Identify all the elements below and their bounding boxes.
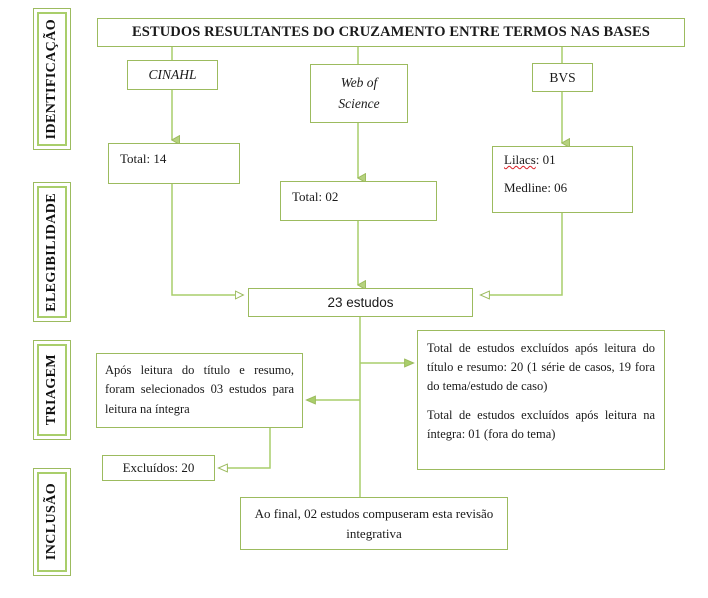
- stage-inner-border: IDENTIFICAÇÃO: [37, 12, 67, 146]
- flow-node-database-web-of-science: Web of Science: [310, 64, 408, 123]
- flow-node-database-bvs: BVS: [532, 63, 593, 92]
- bvs-lilacs-line: Lilacs: 01: [504, 152, 632, 167]
- excluded-detail-paragraph-2: Total de estudos excluídos após leitura …: [427, 408, 655, 441]
- stage-label-elegibilidade: ELEGIBILIDADE: [33, 182, 71, 322]
- total-text: Total: 14: [120, 151, 167, 166]
- flow-node-screening-selected: Após leitura do título e resumo, foram s…: [96, 353, 303, 428]
- flow-node-title: ESTUDOS RESULTANTES DO CRUZAMENTO ENTRE …: [97, 18, 685, 47]
- flow-node-database-cinahl: CINAHL: [127, 60, 218, 90]
- stage-label-triagem: TRIAGEM: [33, 340, 71, 440]
- screening-selected-text: Após leitura do título e resumo, foram s…: [105, 363, 294, 416]
- excluded-count-text: Excluídos: 20: [122, 459, 195, 475]
- stage-label-text: TRIAGEM: [44, 354, 59, 426]
- flow-node-excluded-count: Excluídos: 20: [102, 455, 215, 481]
- bvs-lilacs-count: : 01: [535, 152, 556, 167]
- misspelled-word: Lilacs: [504, 152, 536, 167]
- flow-node-total-cinahl: Total: 14: [108, 143, 240, 184]
- total-text: Total: 02: [292, 189, 339, 204]
- conclusion-text: Ao final, 02 estudos compuseram esta rev…: [254, 506, 494, 541]
- stage-inner-border: INCLUSÃO: [37, 472, 67, 572]
- bvs-medline-line: Medline: 06: [504, 180, 568, 196]
- stage-label-inclusao: INCLUSÃO: [33, 468, 71, 576]
- flow-node-conclusion: Ao final, 02 estudos compuseram esta rev…: [240, 497, 508, 550]
- database-label: BVS: [549, 69, 576, 85]
- flow-node-total-bvs: Lilacs: 01 Medline: 06: [492, 146, 633, 213]
- database-label: Web of Science: [338, 75, 380, 111]
- stage-inner-border: TRIAGEM: [37, 344, 67, 436]
- stage-label-text: ELEGIBILIDADE: [44, 192, 59, 312]
- excluded-detail-paragraph-1: Total de estudos excluídos após leitura …: [427, 341, 655, 393]
- flow-node-total-web-of-science: Total: 02: [280, 181, 437, 221]
- stage-inner-border: ELEGIBILIDADE: [37, 186, 67, 318]
- stage-label-text: IDENTIFICAÇÃO: [44, 18, 59, 140]
- stage-label-identificacao: IDENTIFICAÇÃO: [33, 8, 71, 150]
- title-text: ESTUDOS RESULTANTES DO CRUZAMENTO ENTRE …: [132, 23, 650, 40]
- flow-node-excluded-detail: Total de estudos excluídos após leitura …: [417, 330, 665, 470]
- studies-total-text: 23 estudos: [327, 294, 394, 310]
- database-label: CINAHL: [148, 67, 197, 83]
- stage-label-text: INCLUSÃO: [44, 483, 59, 561]
- flow-node-studies-total: 23 estudos: [248, 288, 473, 317]
